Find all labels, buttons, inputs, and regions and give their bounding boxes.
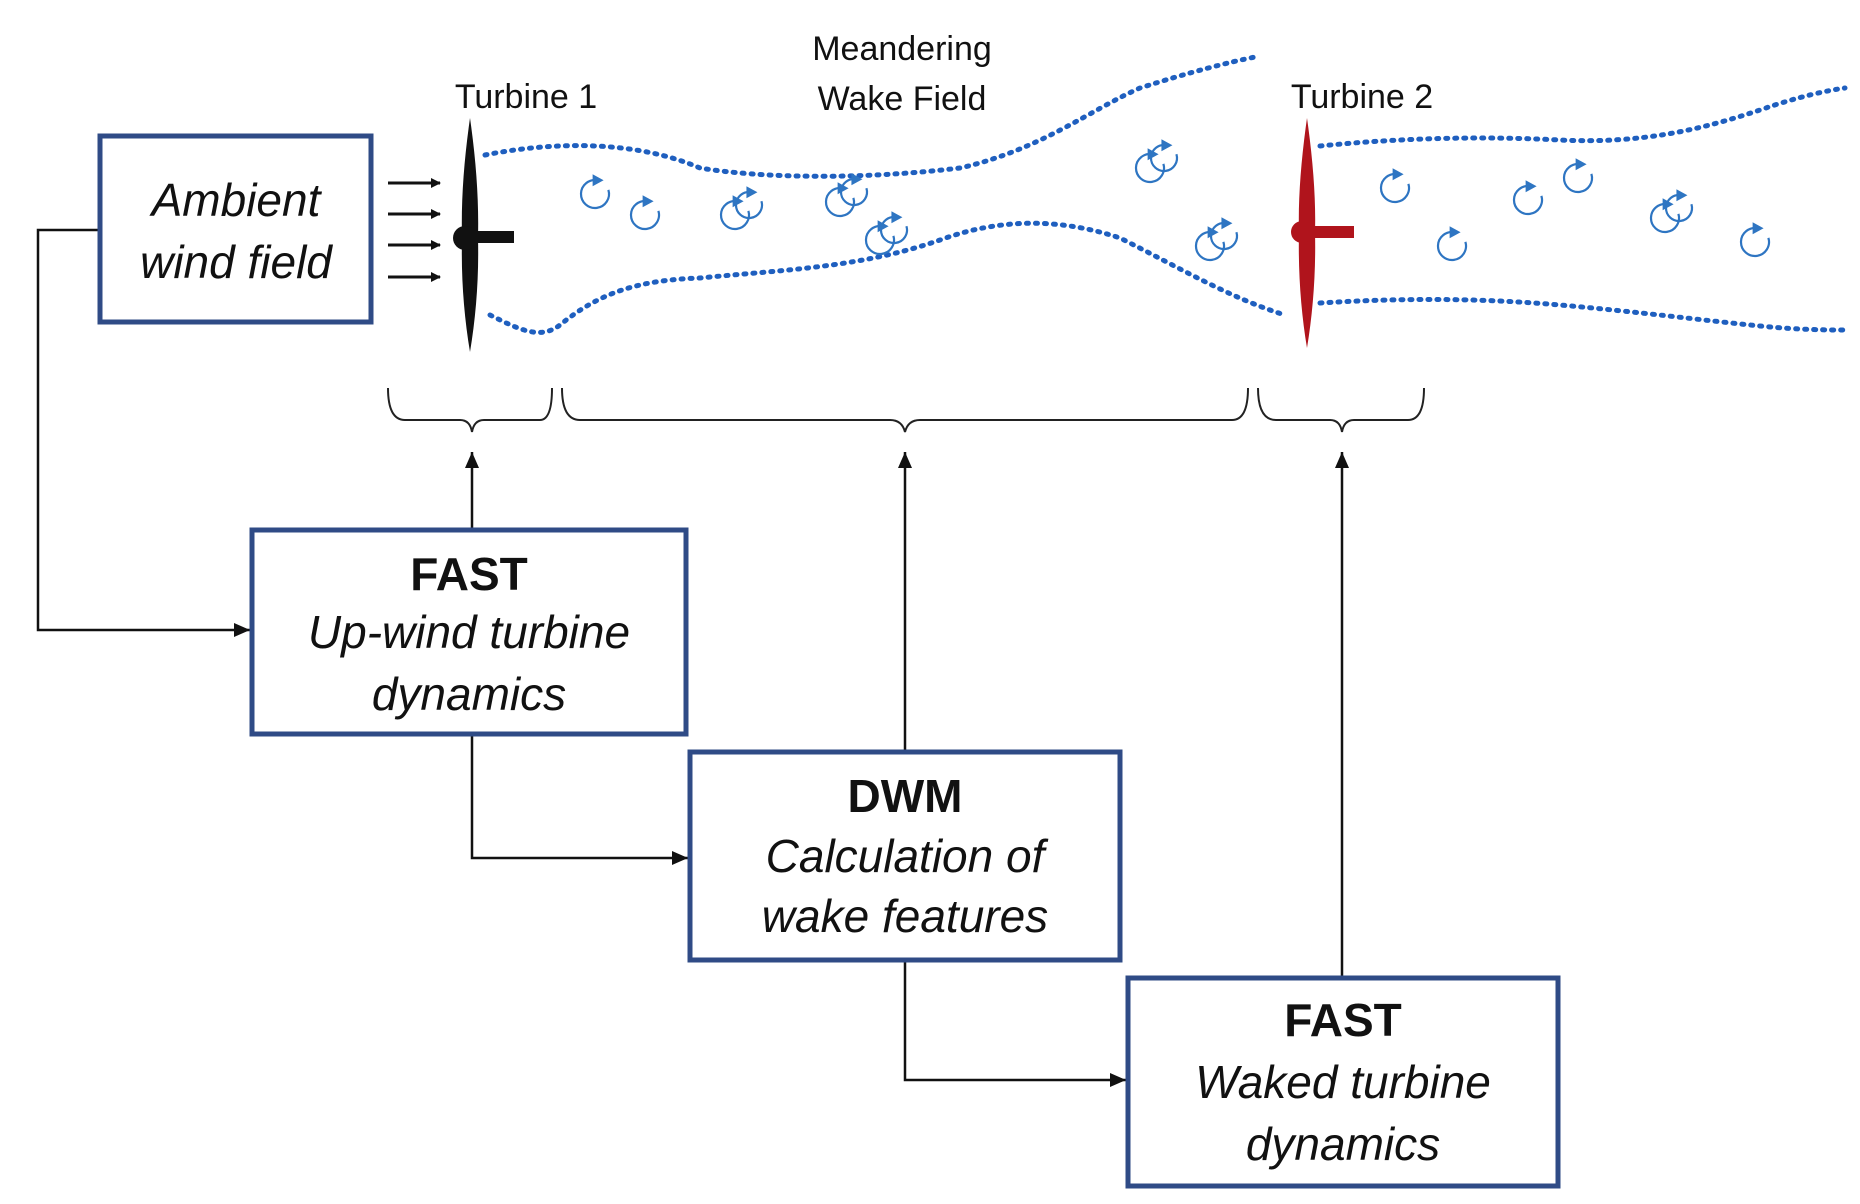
circular-arrow-icon: [1649, 198, 1681, 234]
dwm-box: DWM Calculation of wake features: [687, 749, 1123, 963]
fast-waked-line1: Waked turbine: [1195, 1056, 1491, 1108]
fast-waked-title: FAST: [1284, 994, 1402, 1046]
ambient-to-fast-connector: [36, 228, 250, 637]
dwm-line1: Calculation of: [766, 830, 1049, 882]
turbine-1-icon: [453, 118, 514, 352]
inflow-arrows: [388, 178, 441, 282]
turbine-1-label: Turbine 1: [455, 78, 597, 116]
circular-arrow-icon: [1134, 148, 1166, 184]
braces: [387, 387, 1425, 433]
circular-arrow-icon: [1562, 158, 1594, 194]
brace-wake-field: [561, 387, 1249, 433]
turbine-2-icon: [1291, 118, 1354, 348]
fast-upwind-box: FAST Up-wind turbine dynamics: [249, 527, 689, 737]
circular-arrow-icon: [1149, 139, 1179, 173]
wake-upper-boundary: [482, 54, 1258, 179]
fast-upwind-line1: Up-wind turbine: [308, 606, 630, 658]
circular-arrow-icon: [1436, 226, 1468, 262]
turbine-1-nacelle: [472, 231, 514, 243]
ambient-box-line2: wind field: [140, 236, 333, 288]
circular-arrow-icon: [734, 186, 764, 220]
dwm-line2: wake features: [762, 890, 1048, 942]
wake-field-label-line1: Meandering: [812, 30, 992, 68]
wake2-upper-boundary: [1317, 85, 1848, 149]
wake-lower-boundary: [487, 220, 1288, 335]
circular-arrow-icon: [839, 173, 869, 207]
fast-upwind-title: FAST: [410, 548, 528, 600]
wake-boundaries: [482, 54, 1848, 335]
turbine-2-label: Turbine 2: [1291, 78, 1433, 116]
circular-arrow-icon: [824, 182, 856, 218]
wake2-lower-boundary: [1317, 296, 1848, 333]
fast-waked-box: FAST Waked turbine dynamics: [1125, 975, 1561, 1189]
turbine-2-hub: [1291, 221, 1313, 243]
fast-upwind-line2: dynamics: [372, 668, 566, 720]
circular-arrow-icon: [1512, 180, 1544, 216]
circular-arrow-icon: [1194, 226, 1226, 262]
circular-arrow-icon: [1379, 168, 1411, 204]
dwm-title: DWM: [848, 770, 963, 822]
brace-turbine-1: [387, 387, 553, 433]
ambient-box-line1: Ambient: [149, 174, 323, 226]
circular-arrow-icon: [629, 195, 661, 231]
dwm-to-fast-waked-connector: [903, 960, 1126, 1087]
turbine-2-nacelle: [1308, 226, 1354, 238]
circular-arrow-icon: [864, 220, 896, 256]
circular-arrow-icon: [879, 211, 909, 245]
brace-turbine-2: [1257, 387, 1425, 433]
ambient-wind-field-box: Ambient wind field: [97, 133, 374, 325]
fast-waked-line2: dynamics: [1246, 1118, 1440, 1170]
circular-arrow-icon: [719, 195, 751, 231]
eddy-group: [579, 139, 1771, 262]
turbine-1-hub: [453, 226, 477, 250]
connectors: [36, 228, 1349, 1087]
circular-arrow-icon: [1664, 189, 1694, 223]
wake-field-label-line2: Wake Field: [818, 80, 987, 118]
circular-arrow-icon: [1739, 222, 1771, 258]
circular-arrow-icon: [1209, 217, 1239, 251]
fast-upwind-to-dwm-connector: [470, 734, 688, 865]
circular-arrow-icon: [579, 174, 611, 210]
